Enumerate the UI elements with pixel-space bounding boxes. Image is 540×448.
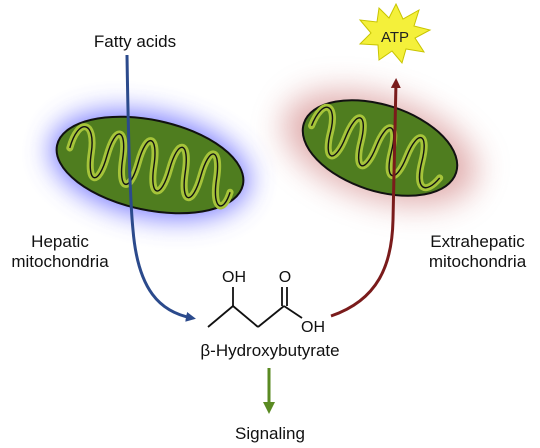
bond-c2-c1 <box>257 305 285 328</box>
bond-c4-c3 <box>207 305 234 328</box>
fatty-acids-label: Fatty acids <box>93 32 177 51</box>
carboxyl-oh-label: OH <box>301 319 325 336</box>
atp-star-shape <box>358 2 432 65</box>
fatty-acid-to-bhb-arrow <box>125 54 196 322</box>
hepatic-label-line1: Hepatic <box>31 232 89 251</box>
extrahepatic-mitochondrion <box>283 91 477 205</box>
atp-label: ATP <box>381 29 409 46</box>
bond-c1-oh <box>283 305 303 319</box>
bhb-to-atp-arrow <box>330 78 401 318</box>
hepatic-mitochondria-label: Hepatic mitochondria <box>0 232 120 272</box>
bhb-skeletal-formula <box>207 287 303 328</box>
extrahepatic-mito-cristae <box>310 106 441 189</box>
hydroxyl-label: OH <box>222 269 246 286</box>
hepatic-mito-cristae <box>69 126 231 207</box>
hepatic-label-line2: mitochondria <box>11 252 109 271</box>
hepatic-mitochondrion <box>51 111 249 219</box>
extrahepatic-label-line2: mitochondria <box>428 252 527 271</box>
carbonyl-oxygen-label: O <box>279 269 291 286</box>
bhb-name-label: β-Hydroxybutyrate <box>200 341 340 360</box>
extrahepatic-label-line1: Extrahepatic <box>430 232 525 251</box>
bond-c3-c2 <box>232 305 259 328</box>
atp-star: ATP <box>358 2 432 65</box>
extrahepatic-mitochondria-label: Extrahepatic mitochondria <box>415 232 540 272</box>
signaling-label: Signaling <box>235 424 305 443</box>
